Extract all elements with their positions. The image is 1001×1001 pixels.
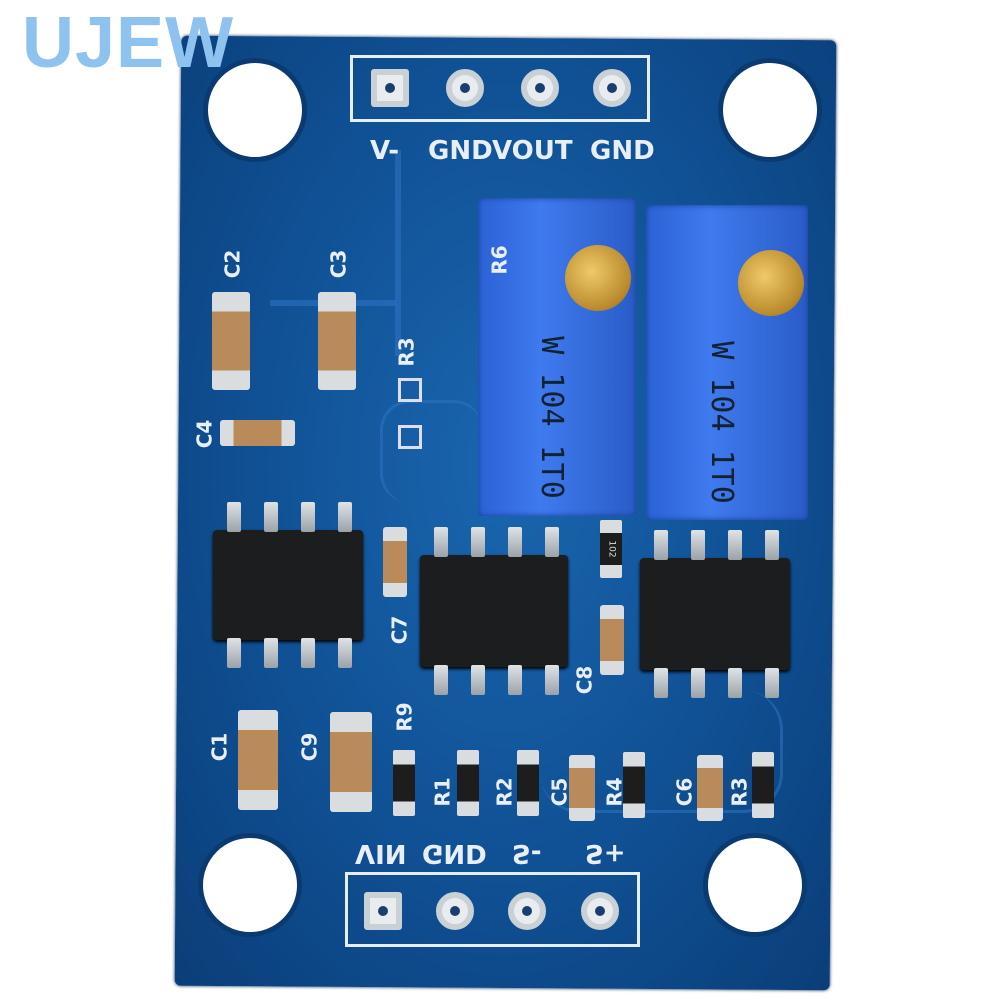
chip-pin (765, 530, 779, 560)
label-r4: R4 (602, 777, 627, 807)
label-r6: R6 (487, 245, 512, 275)
capacitor-c9 (330, 712, 372, 812)
chip-pin (508, 527, 522, 557)
label-c9: C9 (297, 732, 322, 762)
mounting-hole (203, 58, 307, 162)
pot-1-marking: W 104 1T0 (533, 336, 569, 499)
bottom-label-s-plus: S+ (585, 838, 626, 868)
label-r3-top: R3 (394, 337, 419, 367)
watermark-logo: UJEW (22, 3, 235, 83)
label-c2: C2 (220, 249, 245, 279)
trace (540, 690, 783, 813)
resistor-r2 (517, 750, 539, 816)
mounting-hole (198, 833, 302, 937)
ic-chip-1 (213, 530, 363, 640)
mounting-hole (703, 833, 807, 937)
top-label-vout: VOUT (492, 136, 573, 166)
chip-pin (301, 638, 315, 668)
pad (398, 378, 422, 402)
top-label-v-minus: V- (370, 136, 400, 166)
top-header (350, 55, 650, 122)
adjust-screw-icon[interactable] (565, 245, 631, 311)
capacitor-c6 (697, 755, 723, 821)
adjust-screw-icon[interactable] (738, 250, 804, 316)
ic-chip-2 (420, 555, 568, 667)
capacitor-c2 (212, 292, 250, 390)
label-r2: R2 (492, 777, 517, 807)
chip-pin (691, 668, 705, 698)
chip-pin (434, 665, 448, 695)
capacitor-c5 (569, 755, 595, 821)
resistor-r9 (393, 750, 415, 816)
mounting-hole (718, 58, 822, 162)
resistor-r4 (623, 752, 645, 818)
bottom-label-gnd: GND (422, 838, 487, 868)
header-pin (593, 69, 631, 107)
chip-pin (227, 638, 241, 668)
pad (398, 425, 422, 449)
capacitor-c1 (238, 710, 278, 810)
header-pin (364, 892, 402, 930)
resistor-code: 102 (606, 540, 617, 558)
chip-pin (227, 502, 241, 532)
ic-chip-3 (640, 558, 790, 670)
bottom-label-vin: VIN (355, 838, 407, 868)
label-c6: C6 (672, 777, 697, 807)
trace (380, 400, 483, 503)
chip-pin (728, 530, 742, 560)
chip-pin (338, 638, 352, 668)
bottom-header (345, 872, 640, 947)
label-c7: C7 (387, 615, 412, 645)
bottom-label-s-minus: S- (512, 838, 542, 868)
header-pin (371, 69, 409, 107)
chip-pin (728, 668, 742, 698)
chip-pin (654, 530, 668, 560)
chip-pin (471, 527, 485, 557)
pot-2-marking: W 104 1T0 (703, 341, 739, 504)
label-c3: C3 (326, 249, 351, 279)
header-pin (436, 892, 474, 930)
chip-pin (434, 527, 448, 557)
resistor-r3 (752, 752, 774, 818)
chip-pin (301, 502, 315, 532)
trace (395, 150, 401, 356)
chip-pin (338, 502, 352, 532)
label-c8: C8 (572, 665, 597, 695)
chip-pin (545, 527, 559, 557)
chip-pin (654, 668, 668, 698)
chip-pin (508, 665, 522, 695)
label-r1: R1 (430, 777, 455, 807)
chip-pin (264, 502, 278, 532)
capacitor-c4 (220, 420, 295, 446)
header-pin (508, 892, 546, 930)
header-pin (521, 69, 559, 107)
label-r9: R9 (392, 702, 417, 732)
capacitor-c3 (318, 292, 356, 390)
chip-pin (264, 638, 278, 668)
chip-pin (765, 668, 779, 698)
top-label-gnd-2: GND (590, 136, 655, 166)
header-pin (581, 892, 619, 930)
label-c5: C5 (547, 777, 572, 807)
chip-pin (545, 665, 559, 695)
label-c4: C4 (192, 419, 217, 449)
header-pin (446, 69, 484, 107)
chip-pin (691, 530, 705, 560)
resistor-r1 (457, 750, 479, 816)
top-label-gnd: GND (428, 136, 493, 166)
label-c1: C1 (207, 732, 232, 762)
chip-pin (471, 665, 485, 695)
resistor-r6: 102 (600, 520, 622, 578)
capacitor-c8 (600, 605, 624, 675)
capacitor-c7 (383, 527, 407, 597)
label-r3-bottom: R3 (727, 777, 752, 807)
